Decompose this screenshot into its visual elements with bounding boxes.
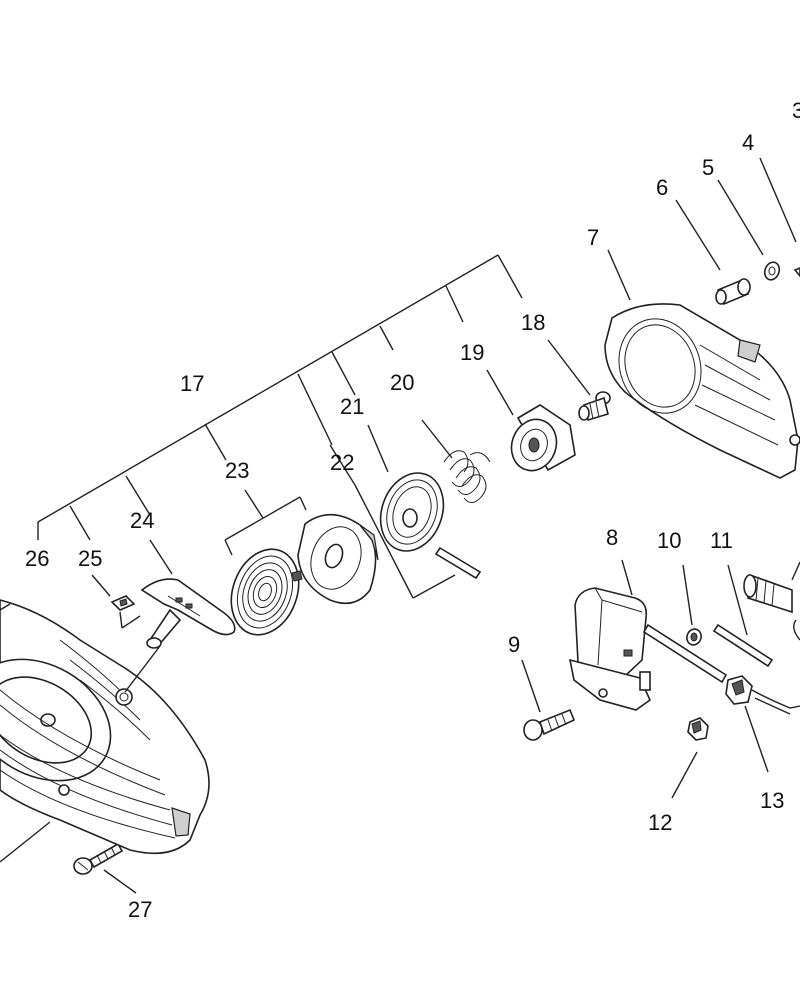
label-20: 20 <box>390 370 414 395</box>
label-7: 7 <box>587 225 599 250</box>
label-18: 18 <box>521 310 545 335</box>
label-22: 22 <box>330 450 354 475</box>
label-11: 11 <box>710 528 733 553</box>
part-19-bushing <box>486 369 576 472</box>
part-25-clip <box>91 574 141 629</box>
part-20-spring <box>421 419 491 503</box>
label-24: 24 <box>130 508 154 533</box>
part-8-ignition-coil <box>568 559 728 711</box>
label-17: 17 <box>180 371 204 396</box>
label-8: 8 <box>606 525 618 550</box>
label-3: 3 <box>792 98 800 123</box>
spark-plug <box>743 561 800 641</box>
part-26-starter-housing <box>0 599 210 863</box>
part-13-nut <box>725 675 800 773</box>
label-23: 23 <box>225 458 249 483</box>
part-24-starter-handle <box>124 539 236 693</box>
label-4: 4 <box>742 130 754 155</box>
part-9-screw <box>521 659 576 741</box>
part-4-lead <box>759 157 800 278</box>
label-25: 25 <box>78 546 102 571</box>
part-10-washer <box>682 564 702 646</box>
part-27-screw <box>73 842 137 894</box>
part-23-recoil-spring <box>224 489 307 636</box>
part-7-fan-cover <box>604 249 800 479</box>
part-21-pulley <box>367 424 482 580</box>
label-21: 21 <box>340 394 364 419</box>
label-27: 27 <box>128 897 152 922</box>
part-18-pin <box>547 339 611 422</box>
callout-labels: 3 4 5 6 7 8 9 10 11 12 13 17 18 19 20 21… <box>25 98 800 922</box>
part-11-pin <box>712 564 774 668</box>
label-26: 26 <box>25 546 49 571</box>
label-9: 9 <box>508 632 520 657</box>
label-10: 10 <box>657 528 681 553</box>
part-12-nut <box>671 717 709 799</box>
label-5: 5 <box>702 155 714 180</box>
label-13: 13 <box>760 788 784 813</box>
label-19: 19 <box>460 340 484 365</box>
label-12: 12 <box>648 810 672 835</box>
label-6: 6 <box>656 175 668 200</box>
part-6-bolt <box>675 199 751 306</box>
assembly-bracket-17 <box>37 254 523 541</box>
part-22-spring-case <box>297 444 456 605</box>
part-5-washer <box>717 179 781 281</box>
